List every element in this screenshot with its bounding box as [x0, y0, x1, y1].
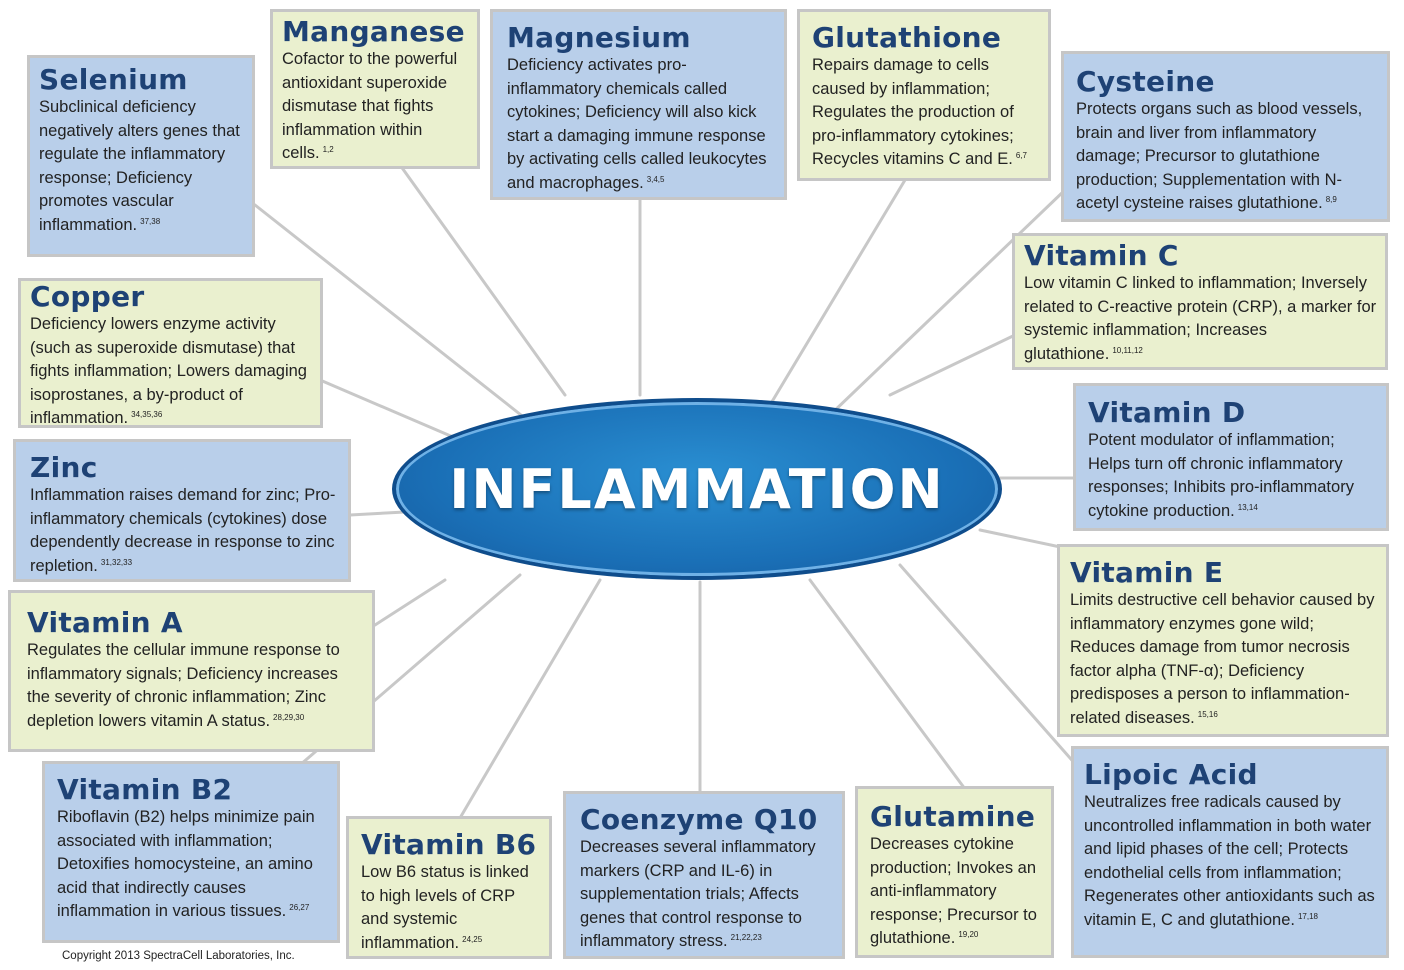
- connector-selenium: [253, 203, 542, 432]
- nutrient-title: Manganese: [282, 15, 465, 48]
- reference-numbers: 15,16: [1197, 709, 1218, 719]
- connector-lipoic-acid: [898, 563, 1087, 777]
- nutrient-title: Selenium: [39, 63, 188, 96]
- nutrient-description: Riboflavin (B2) helps minimize pain asso…: [57, 808, 315, 920]
- nutrient-box-vitamin-a: Vitamin A Regulates the cellular immune …: [8, 590, 375, 752]
- reference-numbers: 6,7: [1015, 151, 1027, 160]
- nutrient-title: Magnesium: [507, 21, 691, 54]
- nutrient-box-cysteine: Cysteine Protects organs such as blood v…: [1061, 51, 1390, 222]
- reference-numbers: 1,2: [322, 145, 334, 154]
- nutrient-title: Glutamine: [870, 800, 1036, 833]
- connector-zinc: [348, 510, 407, 517]
- copyright-notice: Copyright 2013 SpectraCell Laboratories,…: [62, 950, 295, 962]
- nutrient-box-copper: Copper Deficiency lowers enzyme activity…: [18, 278, 323, 428]
- nutrient-box-vitamin-d: Vitamin D Potent modulator of inflammati…: [1073, 383, 1389, 531]
- nutrient-title: Coenzyme Q10: [580, 803, 818, 836]
- nutrient-description: Decreases several inflammatory markers (…: [580, 838, 816, 950]
- nutrient-box-vitamin-b6: Vitamin B6 Low B6 status is linked to hi…: [346, 816, 552, 959]
- connector-vitamin-a: [373, 578, 447, 627]
- nutrient-title: Glutathione: [812, 21, 1002, 54]
- nutrient-box-magnesium: Magnesium Deficiency activates pro-infla…: [490, 9, 787, 200]
- reference-numbers: 8,9: [1325, 195, 1337, 204]
- nutrient-description: Repairs damage to cells caused by inflam…: [812, 56, 1027, 168]
- nutrient-description: Deficiency lowers enzyme activity (such …: [30, 315, 307, 427]
- inflammation-ellipse: INFLAMMATION: [392, 398, 1002, 580]
- nutrient-title: Copper: [30, 280, 145, 313]
- nutrient-description: Subclinical deficiency negatively alters…: [39, 98, 240, 234]
- center-label: INFLAMMATION: [449, 457, 945, 521]
- nutrient-box-selenium: Selenium Subclinical deficiency negative…: [27, 55, 255, 257]
- nutrient-box-glutamine: Glutamine Decreases cytokine production;…: [855, 786, 1054, 958]
- nutrient-box-vitamin-c: Vitamin C Low vitamin C linked to inflam…: [1012, 233, 1388, 370]
- connector-vitamin-c: [888, 333, 1017, 397]
- reference-numbers: 26,27: [289, 903, 310, 912]
- reference-numbers: 13,14: [1237, 502, 1258, 512]
- nutrient-description: Low vitamin C linked to inflammation; In…: [1024, 274, 1377, 363]
- nutrient-description: Limits destructive cell behavior caused …: [1070, 591, 1375, 727]
- connector-glutathione: [768, 178, 907, 407]
- nutrient-title: Vitamin E: [1070, 556, 1224, 589]
- nutrient-title: Vitamin C: [1024, 239, 1179, 272]
- nutrient-description: Neutralizes free radicals caused by unco…: [1084, 793, 1375, 929]
- nutrient-box-lipoic-acid: Lipoic Acid Neutralizes free radicals ca…: [1071, 746, 1389, 958]
- nutrient-box-glutathione: Glutathione Repairs damage to cells caus…: [797, 9, 1051, 181]
- nutrient-description: Low B6 status is linked to high levels o…: [361, 863, 529, 952]
- nutrient-title: Vitamin B2: [57, 773, 233, 806]
- nutrient-box-vitamin-e: Vitamin E Limits destructive cell behavi…: [1057, 544, 1389, 737]
- nutrient-box-coenzyme-q10: Coenzyme Q10 Decreases several inflammat…: [563, 791, 845, 959]
- nutrient-description: Deficiency activates pro-inflammatory ch…: [507, 56, 767, 192]
- connector-vitamin-b6: [458, 578, 602, 820]
- reference-numbers: 37,38: [140, 216, 161, 226]
- reference-numbers: 21,22,23: [730, 933, 762, 942]
- reference-numbers: 17,18: [1297, 911, 1318, 921]
- nutrient-title: Zinc: [30, 451, 98, 484]
- reference-numbers: 10,11,12: [1112, 345, 1143, 355]
- nutrient-description: Inflammation raises demand for zinc; Pro…: [30, 486, 336, 575]
- reference-numbers: 3,4,5: [646, 174, 665, 184]
- nutrient-box-zinc: Zinc Inflammation raises demand for zinc…: [13, 439, 351, 582]
- reference-numbers: 28,29,30: [273, 712, 305, 722]
- nutrient-box-manganese: Manganese Cofactor to the powerful antio…: [270, 9, 480, 169]
- reference-numbers: 31,32,33: [100, 557, 133, 567]
- nutrient-description: Decreases cytokine production; Invokes a…: [870, 835, 1037, 947]
- nutrient-title: Vitamin A: [27, 606, 183, 639]
- nutrient-description: Cofactor to the powerful antioxidant sup…: [282, 50, 458, 162]
- nutrient-title: Cysteine: [1076, 65, 1215, 98]
- nutrient-description: Regulates the cellular immune response t…: [27, 641, 340, 730]
- nutrient-description: Protects organs such as blood vessels, b…: [1076, 100, 1363, 212]
- connector-copper: [318, 378, 462, 442]
- nutrient-title: Vitamin B6: [361, 828, 537, 861]
- connector-cysteine: [828, 188, 1067, 417]
- connector-glutamine: [808, 578, 970, 795]
- nutrient-title: Vitamin D: [1088, 396, 1246, 429]
- reference-numbers: 34,35,36: [131, 410, 163, 419]
- nutrient-description: Potent modulator of inflammation; Helps …: [1088, 431, 1354, 520]
- reference-numbers: 19,20: [958, 930, 979, 939]
- reference-numbers: 24,25: [462, 934, 483, 944]
- connector-vitamin-e: [978, 528, 1067, 550]
- connector-manganese: [398, 163, 567, 397]
- nutrient-title: Lipoic Acid: [1084, 758, 1258, 791]
- nutrient-box-vitamin-b2: Vitamin B2 Riboflavin (B2) helps minimiz…: [42, 761, 340, 943]
